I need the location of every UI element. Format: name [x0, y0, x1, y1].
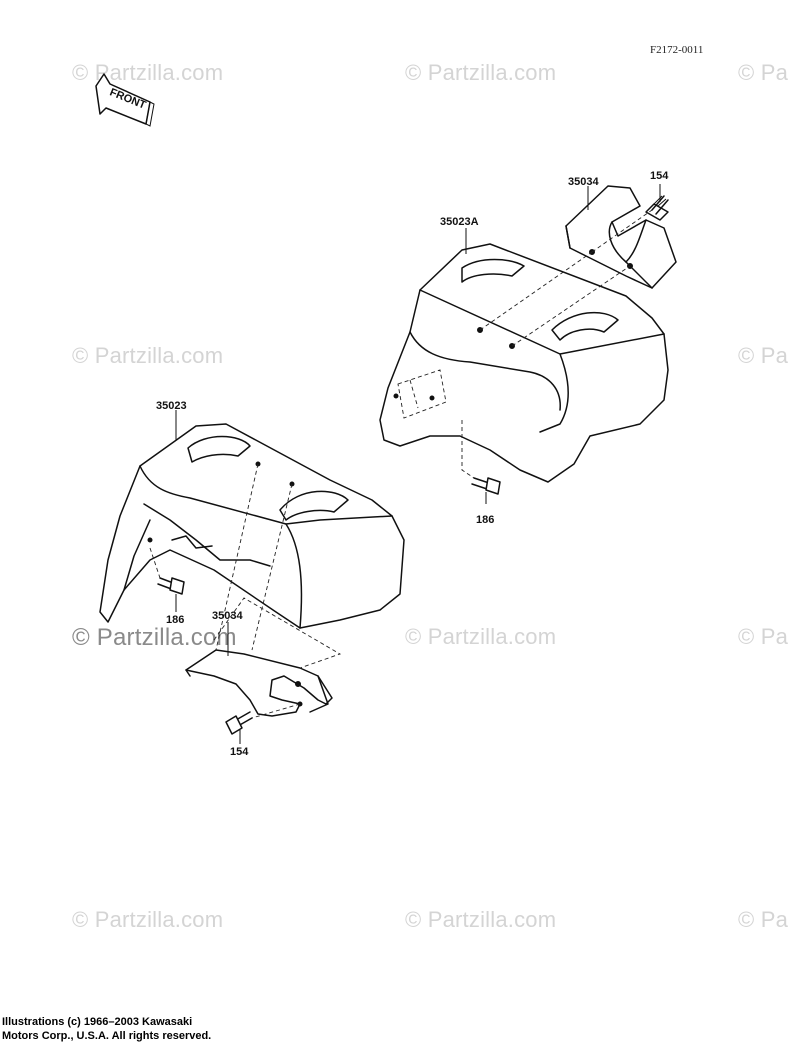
cover-right-drawing — [379, 243, 669, 483]
callout-bolt-right: 154 — [650, 170, 669, 182]
callout-bracket-right: 35034 — [568, 176, 599, 188]
callout-bolt-left: 186 — [166, 614, 185, 626]
watermark-partial: © Pa — [738, 60, 789, 85]
bolt-bottom-drawing — [225, 711, 253, 735]
bolt-mid-right-drawing — [471, 477, 501, 495]
watermark-partial: © Pa — [738, 343, 789, 368]
watermark-partial: © Pa — [738, 624, 789, 649]
cover-left-drawing — [99, 423, 405, 629]
callout-cover-right: 35023A — [440, 216, 479, 228]
footer-line-1: Illustrations (c) 1966–2003 Kawasaki — [2, 1016, 193, 1028]
copyright-footer: Illustrations (c) 1966–2003 Kawasaki Mot… — [2, 1015, 211, 1043]
watermark-partial: © Pa — [738, 907, 789, 932]
bracket-left-drawing — [185, 649, 333, 717]
watermark: © Partzilla.com — [405, 60, 557, 85]
watermark: © Partzilla.com — [405, 907, 557, 932]
leader-lines — [175, 184, 661, 744]
bracket-right-drawing — [565, 185, 677, 289]
callout-bolt-mid-right: 186 — [476, 514, 495, 526]
front-arrow-icon: FRONT — [95, 73, 155, 127]
callout-bracket-left: 35034 — [212, 610, 243, 622]
watermark: © Partzilla.com — [72, 343, 224, 368]
watermark: © Partzilla.com — [72, 624, 237, 651]
bolt-right-drawing — [645, 195, 669, 221]
callout-cover-left: 35023 — [156, 400, 187, 412]
bolt-left-drawing — [157, 577, 185, 595]
alignment-lines — [149, 209, 653, 719]
footer-line-2: Motors Corp., U.S.A. All rights reserved… — [2, 1030, 212, 1042]
watermark: © Partzilla.com — [72, 60, 224, 85]
diagram-code: F2172-0011 — [650, 44, 704, 56]
watermark: © Partzilla.com — [405, 624, 557, 649]
callout-bolt-bottom: 154 — [230, 746, 249, 758]
watermark: © Partzilla.com — [72, 907, 224, 932]
